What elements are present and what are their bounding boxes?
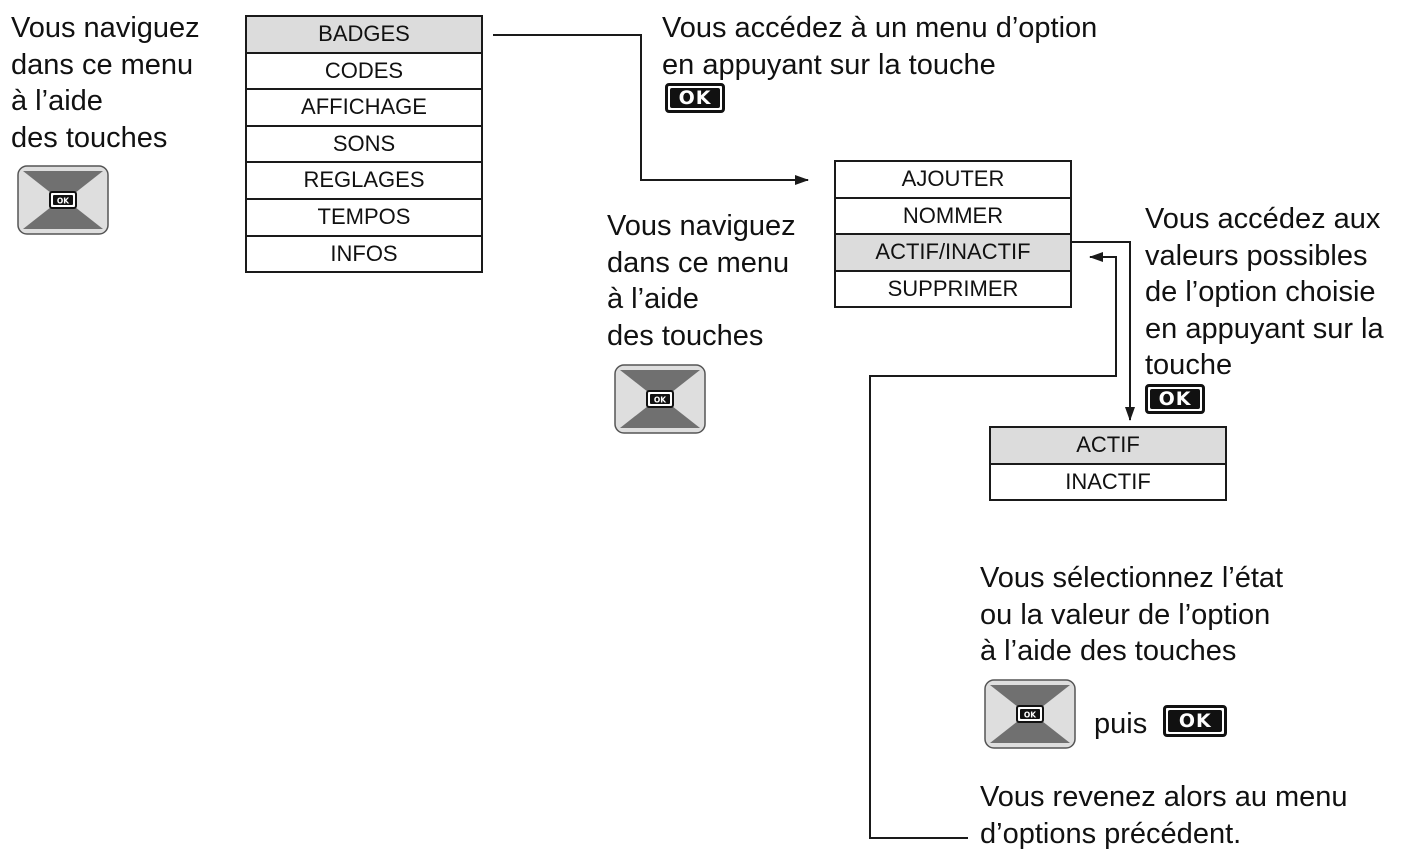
ok-key-icon: OK — [1145, 383, 1205, 414]
access-option-text: Vous accédez à un menu d’option en appuy… — [662, 10, 1097, 113]
menu-item-tempos[interactable]: TEMPOS — [247, 200, 481, 237]
nav-pad-icon: OK — [984, 679, 1076, 749]
svg-text:OK: OK — [57, 197, 70, 206]
menu-item-ajouter[interactable]: AJOUTER — [836, 162, 1070, 199]
nav-pad-icon: OK — [614, 364, 706, 434]
arrow-main-to-options — [493, 34, 809, 185]
svg-text:OK: OK — [654, 396, 667, 405]
nav-option-text: Vous naviguez dans ce menu à l’aide des … — [607, 210, 796, 352]
menu-item-inactif[interactable]: INACTIF — [991, 465, 1225, 502]
puis-ok-row: puis OK — [1094, 705, 1228, 742]
menu-item-badges[interactable]: BADGES — [247, 17, 481, 54]
menu-item-sons[interactable]: SONS — [247, 127, 481, 164]
menu-item-infos[interactable]: INFOS — [247, 237, 481, 274]
menu-item-nommer[interactable]: NOMMER — [836, 199, 1070, 236]
menu-item-affichage[interactable]: AFFICHAGE — [247, 90, 481, 127]
arrow-return-to-options — [869, 252, 1117, 839]
menu-item-supprimer[interactable]: SUPPRIMER — [836, 272, 1070, 309]
puis-label: puis — [1094, 708, 1148, 740]
ok-key-icon: OK — [665, 83, 725, 113]
return-text: Vous revenez alors au menu d’options pré… — [980, 781, 1348, 850]
menu-item-actif-inactif[interactable]: ACTIF/INACTIF — [836, 235, 1070, 272]
menu-item-reglages[interactable]: REGLAGES — [247, 163, 481, 200]
ok-key-icon: OK — [1163, 705, 1228, 737]
value-menu: ACTIF INACTIF — [989, 426, 1227, 502]
nav-main-text: Vous naviguez dans ce menu à l’aide des … — [11, 12, 200, 154]
menu-item-actif[interactable]: ACTIF — [991, 428, 1225, 465]
arrow-options-to-values — [1072, 241, 1135, 421]
menu-item-codes[interactable]: CODES — [247, 54, 481, 91]
svg-text:OK: OK — [1024, 711, 1037, 720]
main-menu: BADGES CODES AFFICHAGE SONS REGLAGES TEM… — [245, 15, 483, 274]
select-value-text: Vous sélectionnez l’état ou la valeur de… — [980, 562, 1284, 667]
nav-pad-icon: OK — [17, 165, 109, 235]
option-menu: AJOUTER NOMMER ACTIF/INACTIF SUPPRIMER — [834, 160, 1072, 309]
access-values-text: Vous accédez aux valeurs possibles de l’… — [1145, 201, 1384, 414]
